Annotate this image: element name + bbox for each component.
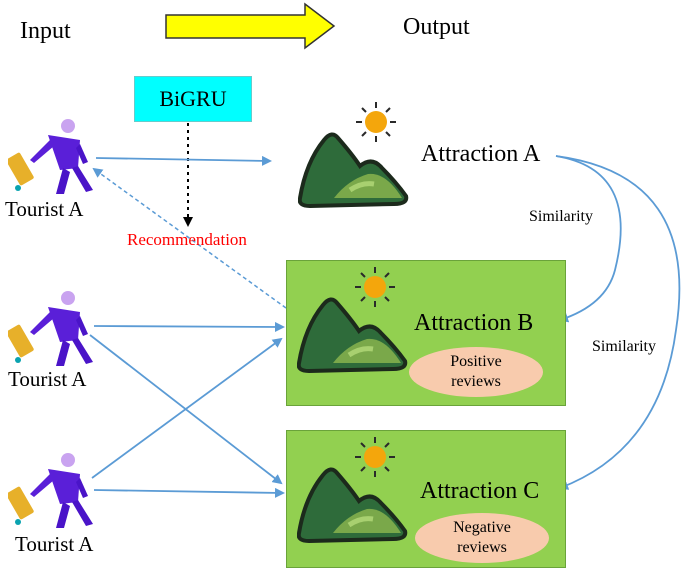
tourist-icon xyxy=(8,452,98,532)
tourist-icon xyxy=(8,290,98,370)
attraction-c-label: Attraction C xyxy=(420,478,540,504)
input-label: Input xyxy=(20,18,71,44)
tourist-label: Tourist A xyxy=(15,532,94,556)
positive-review-text: Positive reviews xyxy=(450,353,502,390)
similarity-curve-ab xyxy=(555,155,622,323)
landscape-icon xyxy=(297,267,409,377)
similarity-curve-ac xyxy=(555,155,681,490)
similarity-label: Similarity xyxy=(529,208,593,226)
recommendation-label: Recommendation xyxy=(127,230,247,249)
landscape-icon xyxy=(297,437,409,547)
edge-tourist1-attractionA xyxy=(95,155,272,166)
negative-review-badge: Negative reviews xyxy=(415,513,549,563)
input-output-arrow xyxy=(165,2,336,50)
attraction-a-label: Attraction A xyxy=(421,141,541,167)
attraction-b-panel: Attraction B Positive reviews xyxy=(286,260,566,406)
attraction-c-panel: Attraction C Negative reviews xyxy=(286,430,566,568)
negative-review-text: Negative reviews xyxy=(453,519,511,556)
tourist-icon xyxy=(8,118,98,198)
recommendation-arrow xyxy=(92,167,287,309)
edge-tourist3-attractionC xyxy=(93,487,285,498)
edge-tourist2-attractionB xyxy=(93,321,285,332)
positive-review-badge: Positive reviews xyxy=(409,347,543,397)
attraction-b-label: Attraction B xyxy=(414,310,534,336)
output-label: Output xyxy=(403,14,470,40)
similarity-label: Similarity xyxy=(592,338,656,356)
bigru-box: BiGRU xyxy=(134,76,252,122)
bigru-label: BiGRU xyxy=(159,86,227,111)
edge-tourist3-attractionB xyxy=(91,337,283,479)
landscape-icon xyxy=(298,102,410,212)
tourist-label: Tourist A xyxy=(8,367,87,391)
tourist-label: Tourist A xyxy=(5,197,84,221)
